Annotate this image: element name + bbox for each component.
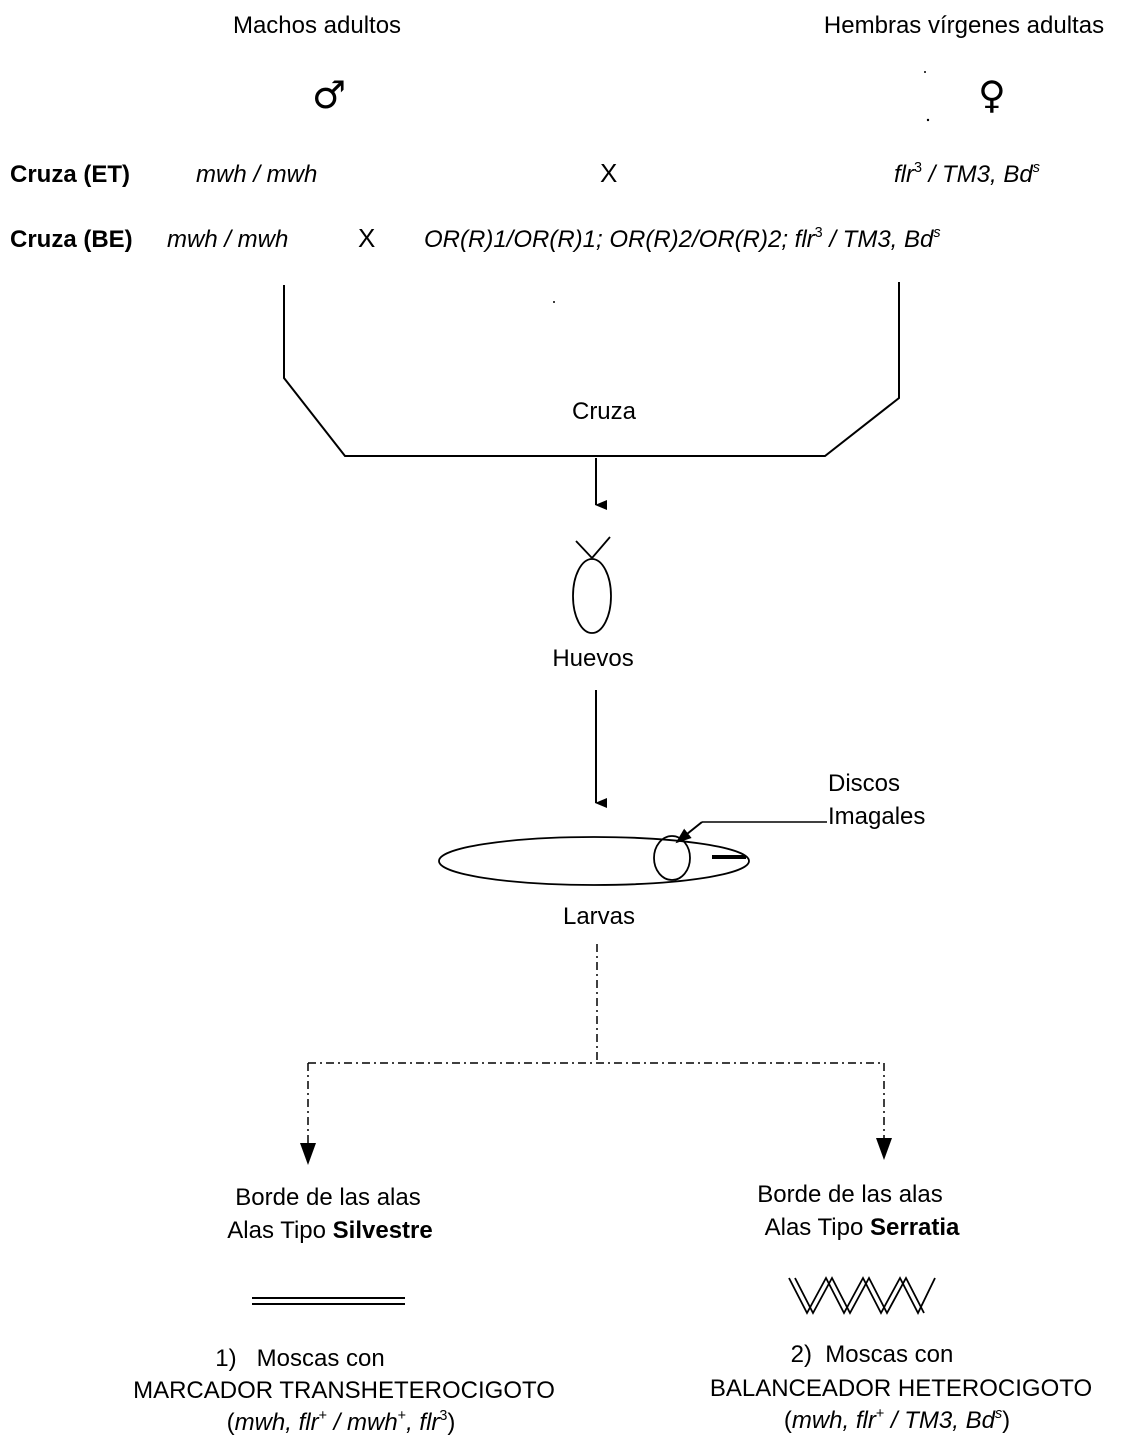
discos-label: Discos <box>828 772 900 796</box>
right-result-title: 2) Moscas con <box>791 1343 954 1367</box>
egg-shape <box>573 559 611 633</box>
cross-funnel-line <box>284 282 899 456</box>
females-header: Hembras vírgenes adultas <box>824 14 1104 38</box>
cross-et-male-genotype: mwh / mwh <box>196 163 317 187</box>
males-header: Machos adultos <box>233 14 401 38</box>
left-wing-edge-label: Borde de las alas <box>235 1186 420 1210</box>
cross-et-female-genotype: flr3 / TM3, Bds <box>894 163 1040 187</box>
right-wing-type-label: Alas Tipo Serratia <box>765 1216 960 1240</box>
left-wing-type-label: Alas Tipo Silvestre <box>227 1219 432 1243</box>
female-symbol-icon: ♀ <box>978 76 1006 114</box>
arrowhead-left <box>300 1143 316 1165</box>
right-result-genotype: (mwh, flr+ / TM3, Bds) <box>784 1409 1010 1433</box>
cross-et-x: X <box>600 160 617 186</box>
male-symbol-icon: ♂ <box>312 76 346 114</box>
egg-filament-right <box>592 537 610 558</box>
cross-be-label: Cruza (BE) <box>10 228 133 252</box>
right-result-subtitle: BALANCEADOR HETEROCIGOTO <box>710 1377 1092 1401</box>
huevos-label: Huevos <box>552 647 633 671</box>
larvas-label: Larvas <box>563 905 635 929</box>
cross-be-female-genotype: OR(R)1/OR(R)1; OR(R)2/OR(R)2; flr3 / TM3… <box>424 228 941 252</box>
larva-body <box>439 837 749 885</box>
imaginal-disc <box>654 836 690 880</box>
disc-pointer-arrow <box>677 822 702 842</box>
cross-be-male-genotype: mwh / mwh <box>167 228 288 252</box>
right-wing-edge-label: Borde de las alas <box>757 1183 942 1207</box>
cruza-label: Cruza <box>572 400 636 424</box>
arrowhead-right <box>876 1138 892 1160</box>
cross-be-x: X <box>358 225 375 251</box>
left-result-subtitle: MARCADOR TRANSHETEROCIGOTO <box>133 1379 555 1403</box>
left-result-title: 1) Moscas con <box>215 1347 384 1371</box>
imagales-label: Imagales <box>828 805 925 829</box>
cross-et-label: Cruza (ET) <box>10 163 130 187</box>
egg-filament-left <box>576 541 592 558</box>
left-result-genotype: (mwh, flr+ / mwh+, flr3) <box>227 1411 456 1435</box>
